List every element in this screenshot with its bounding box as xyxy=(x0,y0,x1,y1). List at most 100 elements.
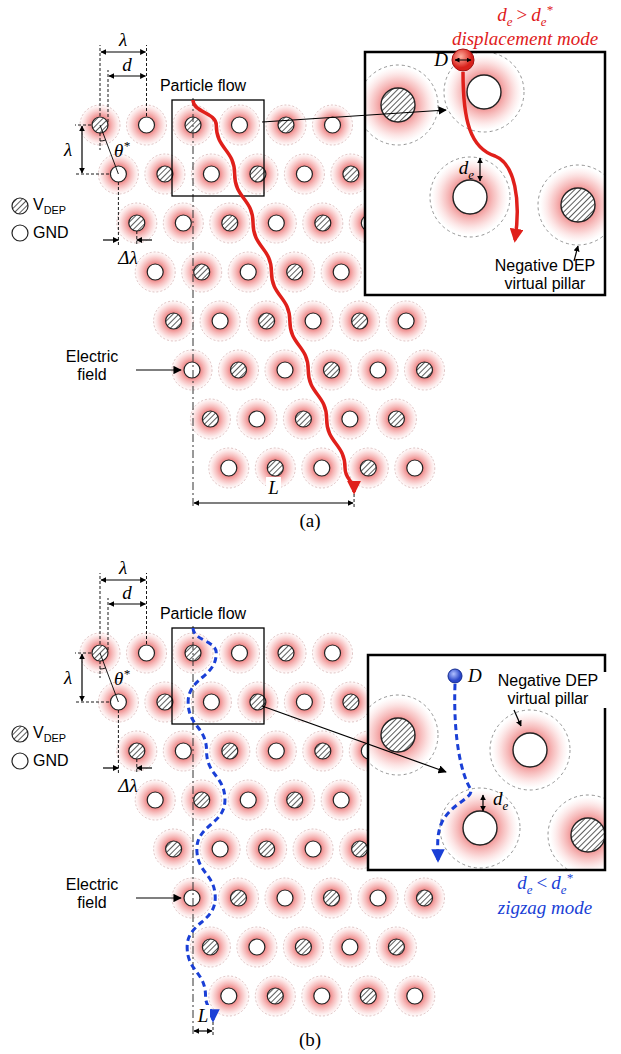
vdep-electrode xyxy=(278,645,294,661)
virtual-pillar-outline xyxy=(321,780,361,820)
dimension-label: d xyxy=(122,582,132,604)
gnd-electrode xyxy=(221,988,237,1004)
label-text: Δλ xyxy=(118,247,137,268)
diameter-label: D xyxy=(468,665,482,687)
label-text: (b) xyxy=(299,1029,321,1050)
dep-field-glow xyxy=(302,730,344,772)
gnd-electrode xyxy=(139,645,155,661)
vdep-electrode xyxy=(129,743,145,759)
virtual-pillar-outline xyxy=(368,695,438,775)
gnd-electrode xyxy=(212,313,228,329)
virtual-pillar-outline xyxy=(154,301,194,341)
gnd-electrode xyxy=(296,166,312,182)
pillar-label: Negative DEP virtual pillar xyxy=(486,672,610,709)
gnd-electrode xyxy=(325,645,341,661)
gnd-electrode xyxy=(314,988,330,1004)
dimension-label: L xyxy=(196,1005,211,1027)
gnd-electrode xyxy=(342,939,358,955)
virtual-pillar-outline xyxy=(330,927,370,967)
gnd-electrode xyxy=(268,743,284,759)
dep-field-glow xyxy=(394,447,436,489)
particle-trajectory xyxy=(193,100,354,492)
virtual-pillar-outline xyxy=(163,731,203,771)
dep-field-glow xyxy=(282,398,324,440)
gap-label: de xyxy=(493,788,508,813)
virtual-pillar-outline xyxy=(266,105,306,145)
dep-field-glow xyxy=(432,159,508,235)
leader-arrow xyxy=(136,897,181,898)
extension-line xyxy=(213,1022,214,1036)
dep-field-glow xyxy=(330,681,372,723)
dep-field-glow xyxy=(219,632,261,674)
dimension-arrow xyxy=(137,767,152,768)
gnd-electrode xyxy=(370,362,386,378)
vdep-electrode xyxy=(324,890,340,906)
dimension-arrow xyxy=(101,579,146,580)
center-line xyxy=(193,98,194,508)
extension-line xyxy=(100,661,101,678)
virtual-pillar-outline xyxy=(358,878,398,918)
extension-line xyxy=(146,573,147,644)
dep-field-glow xyxy=(492,712,568,788)
label-text: GND xyxy=(33,224,69,241)
zoom-box xyxy=(172,628,264,724)
legend-label: GND xyxy=(33,752,69,770)
extension-line xyxy=(146,45,147,116)
dimension-arrow xyxy=(479,158,480,181)
supscript: * xyxy=(123,666,129,681)
gnd-electrode xyxy=(325,117,341,133)
virtual-pillar-outline xyxy=(182,252,222,292)
gnd-electrode xyxy=(333,264,349,280)
gnd-electrode xyxy=(513,733,547,767)
virtual-pillar-outline xyxy=(376,399,416,439)
flow-label: Particle flow xyxy=(160,605,246,623)
vdep-electrode xyxy=(222,743,238,759)
label-text: θ xyxy=(114,140,123,161)
extension-line xyxy=(75,174,109,175)
gnd-electrode xyxy=(463,811,497,845)
virtual-pillar-outline xyxy=(405,350,445,390)
dimension-label: λ xyxy=(119,557,127,579)
dep-field-glow xyxy=(209,730,251,772)
virtual-pillar-outline xyxy=(200,829,240,869)
inset-zoom xyxy=(368,695,605,870)
subscript: e xyxy=(468,167,474,182)
vdep-electrode xyxy=(267,988,283,1004)
extension-line xyxy=(118,182,119,246)
dep-field-glow xyxy=(162,730,204,772)
extension-line xyxy=(136,759,137,774)
virtual-pillar-outline xyxy=(145,154,185,194)
gnd-electrode xyxy=(249,411,265,427)
virtual-pillar-outline xyxy=(548,795,605,870)
vdep-electrode xyxy=(571,818,605,852)
gnd-electrode xyxy=(305,313,321,329)
vdep-electrode xyxy=(202,939,218,955)
virtual-pillar-outline xyxy=(348,448,388,488)
virtual-pillar-outline xyxy=(430,157,510,237)
virtual-pillar-outline xyxy=(220,633,260,673)
dep-field-glow xyxy=(264,877,306,919)
dep-field-glow xyxy=(357,349,399,391)
virtual-pillar-outline xyxy=(303,203,343,243)
extension-line xyxy=(108,598,109,650)
label-text: θ xyxy=(114,668,123,689)
virtual-pillar-outline xyxy=(256,203,296,243)
virtual-pillar-outline xyxy=(228,252,268,292)
panel-caption: (a) xyxy=(299,510,320,532)
virtual-pillar-outline xyxy=(275,780,315,820)
virtual-pillar-outline xyxy=(219,878,259,918)
field-label: Electric field xyxy=(54,876,130,913)
gnd-electrode xyxy=(203,694,219,710)
label-text: L xyxy=(198,1005,209,1026)
particle-trajectory xyxy=(438,684,471,860)
gnd-electrode xyxy=(147,792,163,808)
dimension-arrow xyxy=(482,795,483,811)
label-text: d xyxy=(497,4,507,25)
dimension-arrow xyxy=(101,51,146,52)
dep-field-glow xyxy=(162,202,204,244)
dep-field-glow xyxy=(265,104,307,146)
particle xyxy=(452,49,474,71)
vdep-electrode xyxy=(259,313,275,329)
dimension-label: Δλ xyxy=(118,247,137,269)
virtual-pillar-outline xyxy=(209,976,249,1016)
